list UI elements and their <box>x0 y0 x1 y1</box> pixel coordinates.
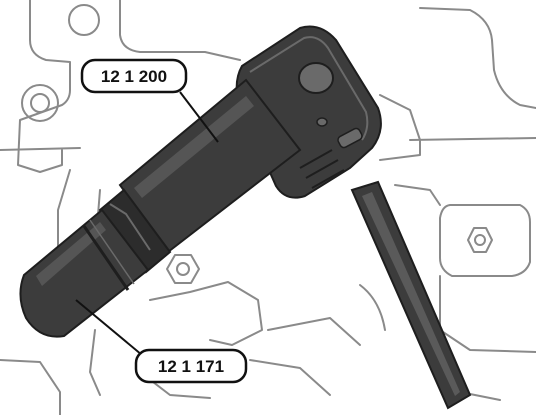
casting-contour-bottom <box>89 317 361 399</box>
casting-contour-top <box>119 0 241 61</box>
left-bolt <box>21 84 59 122</box>
socket-lower-highlight <box>36 222 106 286</box>
wrench-handle-highlight <box>362 192 460 396</box>
casting-contour-bottom-left <box>0 359 61 415</box>
casting-contour-bottom-arc <box>359 284 386 331</box>
ratchet-wrench <box>235 25 472 410</box>
casting-contour-right-mid <box>379 94 421 161</box>
center-bolt <box>166 254 200 284</box>
right-bolt <box>439 204 531 277</box>
socket-lower-cylinder <box>19 208 150 338</box>
socket-extension-tool <box>19 78 302 338</box>
ratchet-direction-slot <box>316 117 328 127</box>
leader-line-top <box>179 91 219 143</box>
leader-lines <box>75 91 219 361</box>
callout-top-box <box>80 58 188 94</box>
casting-horizontal-line <box>0 137 536 151</box>
part-number-bottom: 12 1 171 <box>158 357 224 376</box>
socket-groove <box>82 225 130 291</box>
leader-line-bottom <box>75 299 149 361</box>
part-number-top: 12 1 200 <box>101 67 167 86</box>
socket-groove-highlight <box>89 219 135 285</box>
casting-contour-right-top <box>419 7 536 109</box>
casting-contour-left <box>17 0 71 173</box>
extension-collar-ridge <box>109 203 151 251</box>
top-left-bolt-circle <box>68 4 100 36</box>
casting-contour-center-lower <box>149 281 263 346</box>
extension-upper-highlight <box>134 96 254 198</box>
casting-contour-right-lower <box>394 184 536 353</box>
callout-bottom-part: 12 1 171 <box>134 348 248 384</box>
ratchet-square-drive <box>298 62 334 94</box>
wrench-head-bevel <box>249 36 369 141</box>
ratchet-release-button <box>337 127 363 149</box>
wrench-neck-grooves <box>299 149 345 189</box>
callout-bottom-box <box>134 348 248 384</box>
callout-top-part: 12 1 200 <box>80 58 188 94</box>
